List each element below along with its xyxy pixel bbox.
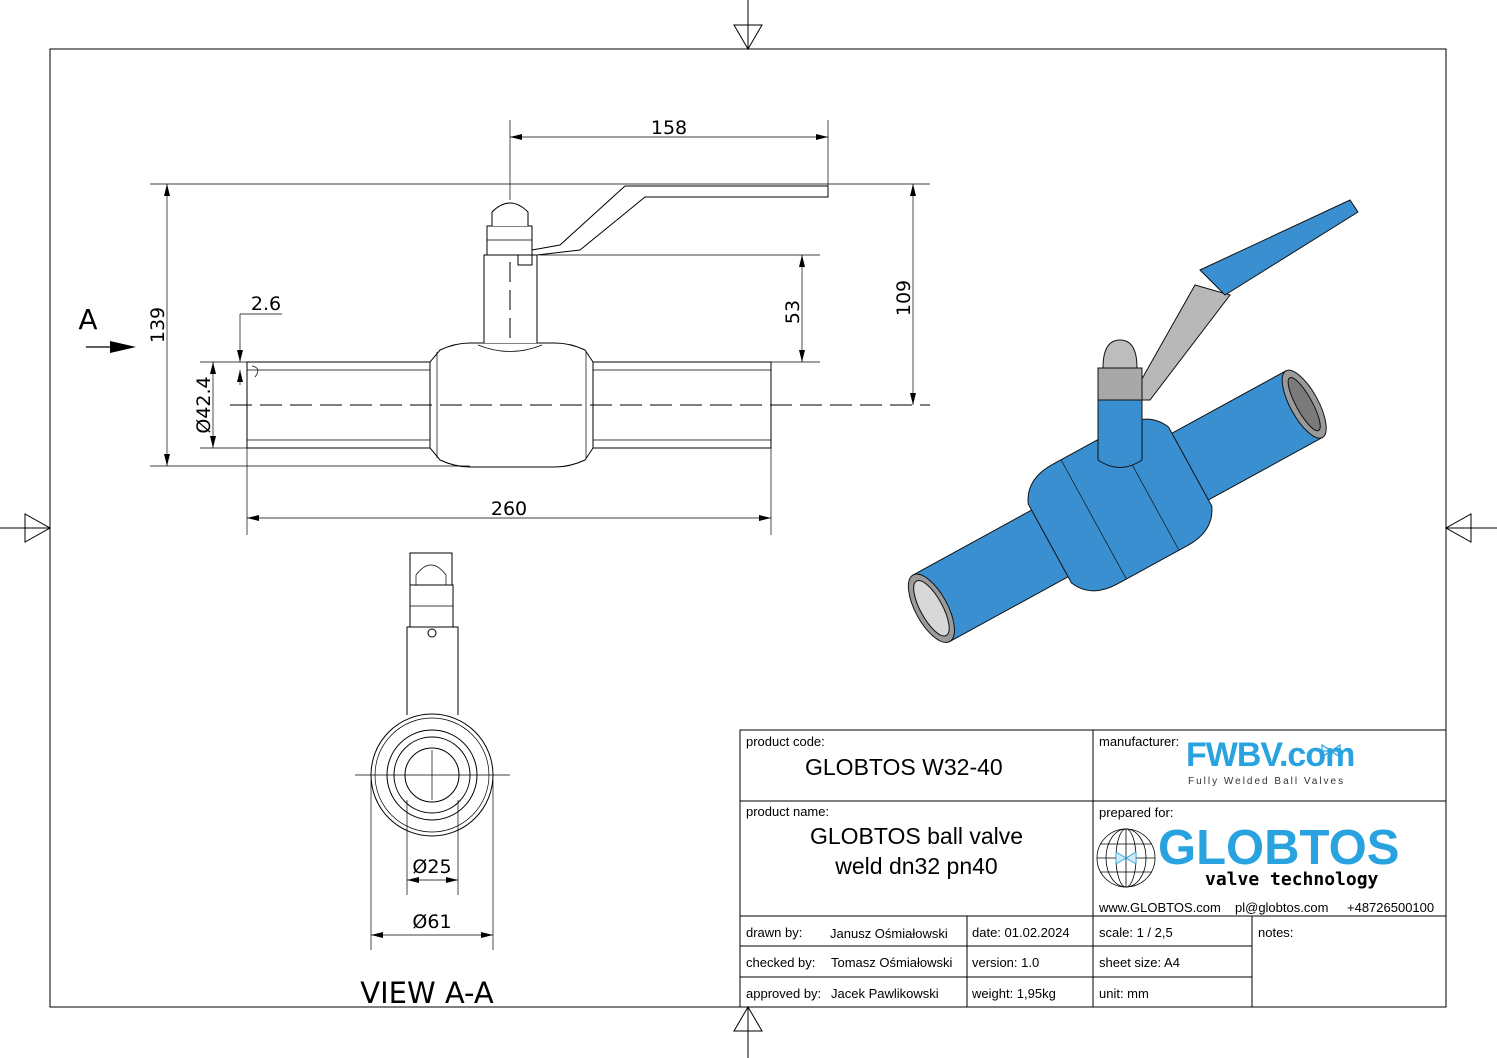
client-web: www.GLOBTOS.com: [1099, 900, 1221, 915]
manufacturer-logo: FWBV.com: [1186, 736, 1355, 774]
fwbv-valve-icon: [1316, 743, 1346, 759]
globe-logo-icon: [1096, 828, 1156, 888]
approved-by-label: approved by:: [746, 986, 822, 1001]
drawn-by: Janusz Ośmiałowski: [830, 926, 948, 941]
client-email: pl@globtos.com: [1235, 900, 1329, 915]
checked-by-label: checked by:: [746, 955, 816, 970]
dim-wall: 2.6: [251, 293, 281, 315]
front-view: 158 139 109 53 2.6 Ø42.4 260 A: [78, 117, 930, 535]
dim-body-dia: Ø61: [412, 911, 451, 933]
version: version: 1.0: [972, 955, 1040, 970]
approved-by: Jacek Pawlikowski: [831, 986, 939, 1001]
dim-stem-height: 53: [782, 300, 804, 324]
drawn-by-label: drawn by:: [746, 925, 803, 940]
view-label: VIEW A-A: [360, 976, 494, 1010]
prepared-for-label: prepared for:: [1099, 805, 1174, 820]
dim-bore-dia: Ø25: [412, 856, 451, 878]
product-code: GLOBTOS W32-40: [805, 754, 1003, 780]
client-logo: GLOBTOS: [1158, 821, 1400, 875]
isometric-valve: [907, 199, 1359, 643]
dim-overall-height: 139: [147, 307, 169, 343]
client-tagline: valve technology: [1205, 869, 1379, 890]
dim-pipe-dia: Ø42.4: [193, 376, 215, 433]
view-a-a: Ø25 Ø61 VIEW A-A: [355, 552, 510, 1010]
view-marker-a: A: [78, 303, 97, 336]
title-block-grid: [739, 729, 1447, 1008]
dim-length: 260: [491, 498, 527, 520]
product-name-line1: GLOBTOS ball valve: [809, 823, 1024, 849]
product-name-line2: weld dn32 pn40: [835, 853, 998, 879]
manufacturer-label: manufacturer:: [1099, 734, 1180, 749]
product-code-label: product code:: [746, 734, 825, 749]
product-name-label: product name:: [746, 804, 830, 819]
client-phone: +48726500100: [1347, 900, 1435, 915]
scale: scale: 1 / 2,5: [1099, 925, 1173, 940]
checked-by: Tomasz Ośmiałowski: [831, 955, 953, 970]
weight: weight: 1,95kg: [972, 986, 1056, 1001]
dim-handle-length: 158: [651, 117, 687, 139]
unit: unit: mm: [1099, 986, 1149, 1001]
notes-label: notes:: [1258, 925, 1294, 940]
date: date: 01.02.2024: [972, 925, 1070, 940]
sheet-size: sheet size: A4: [1099, 955, 1180, 970]
dim-axis-height: 109: [893, 280, 915, 316]
manufacturer-tagline: Fully Welded Ball Valves: [1188, 776, 1346, 787]
